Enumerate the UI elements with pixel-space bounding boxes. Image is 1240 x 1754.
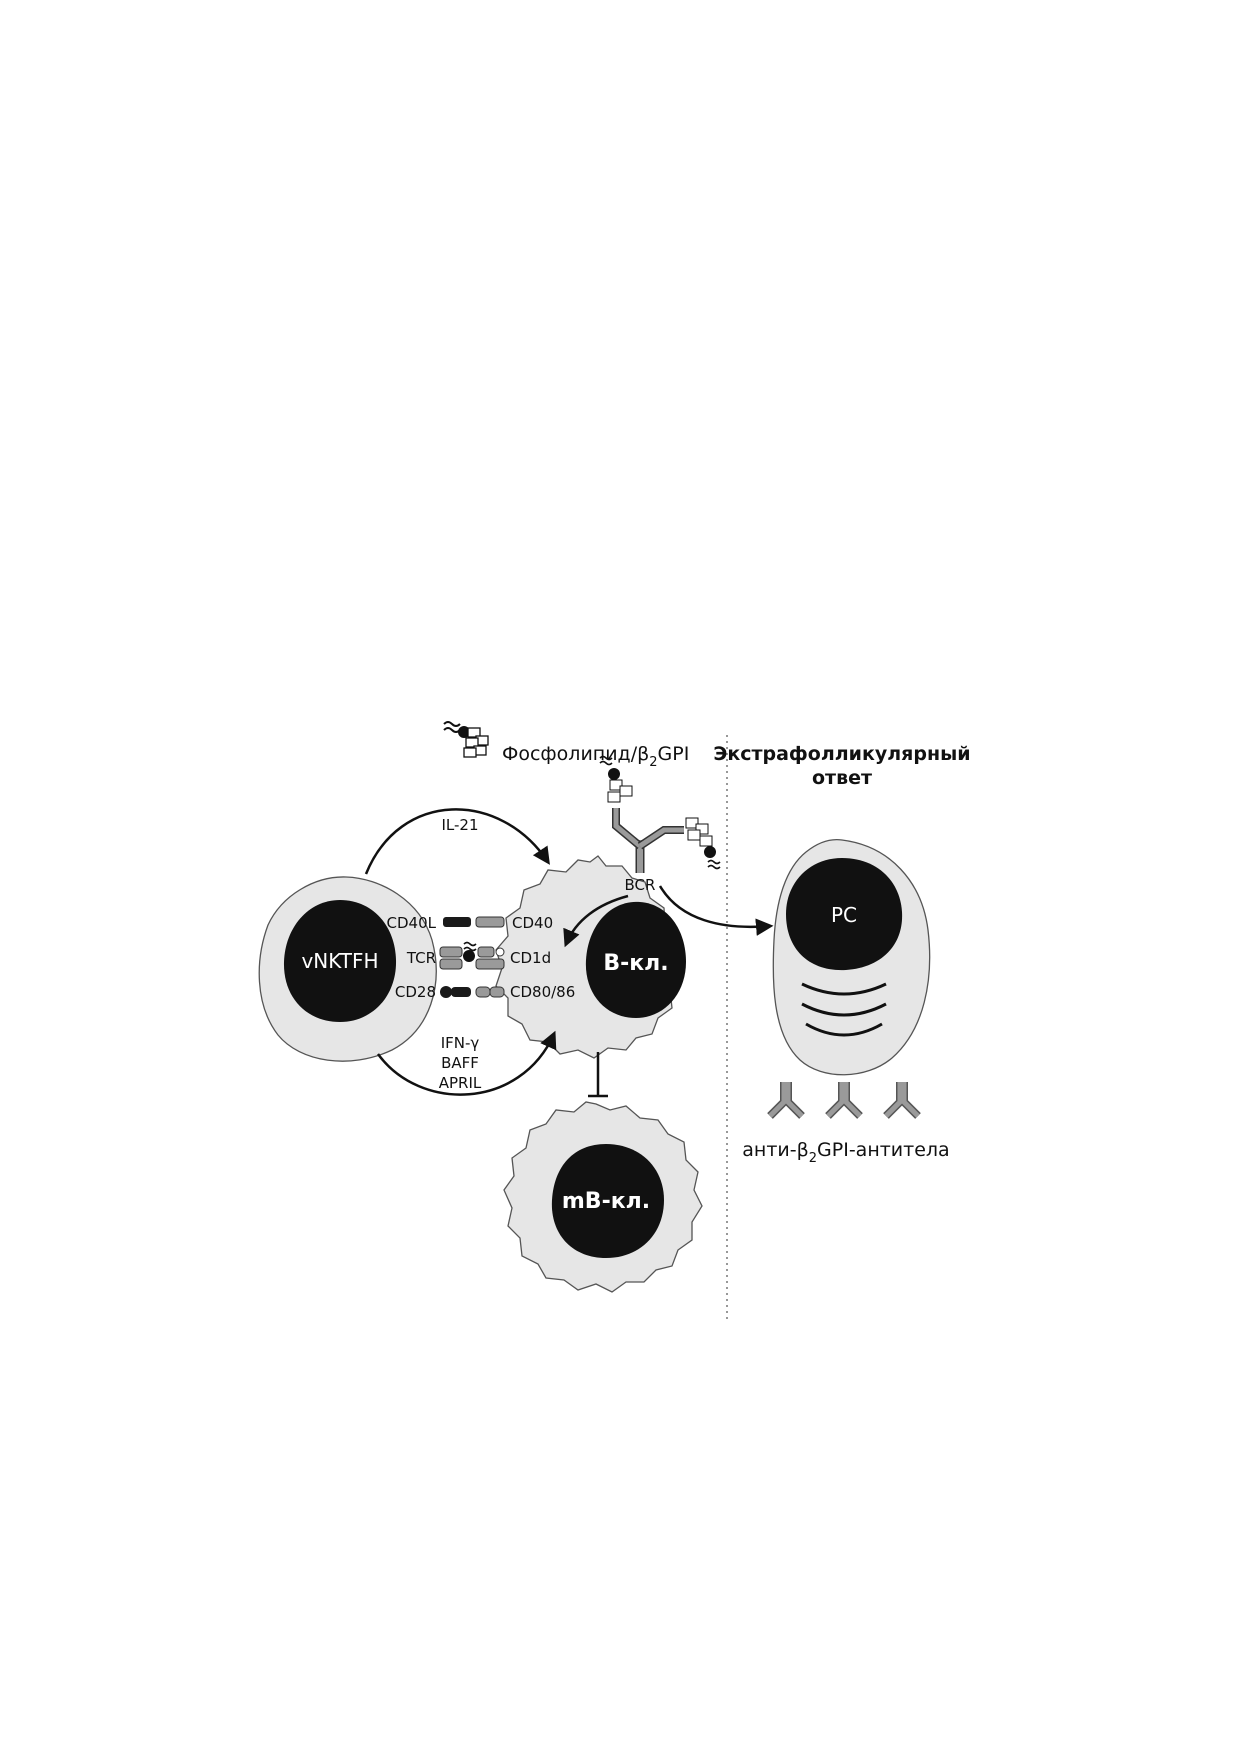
nkt-cell-label: vNKTFH xyxy=(301,949,378,973)
cytokine-label-april: APRIL xyxy=(439,1074,482,1092)
section-title-line1: Экстрафолликулярный xyxy=(713,743,970,765)
tcr-receptor-top xyxy=(439,946,463,958)
cd1d-receptor-top xyxy=(477,946,495,958)
nkt-nucleus xyxy=(283,900,397,1022)
er-line-2 xyxy=(801,1002,887,1017)
tcr-receptor-bottom xyxy=(439,958,463,970)
cd80-receptor-b xyxy=(489,986,505,998)
cd28-receptor-a xyxy=(440,986,452,998)
plasma-nucleus xyxy=(786,858,903,971)
il21-label: IL-21 xyxy=(441,816,478,834)
bcr-receptor xyxy=(612,808,684,873)
phospholipid-b2gpi-icon xyxy=(443,721,489,758)
cd28-cd80-pair xyxy=(440,986,505,998)
nkt-cell: vNKTFH xyxy=(258,876,437,1062)
memory-inhibition-arrow xyxy=(588,1052,608,1098)
antibody-label: анти-β2GPI-антитела xyxy=(742,1139,949,1166)
plasma-cell: PC xyxy=(772,838,931,1076)
b-cell-label: B-кл. xyxy=(603,951,668,976)
receptor-label-cd80-86: CD80/86 xyxy=(510,983,575,1001)
plasma-differentiation-arrow xyxy=(658,885,774,936)
il21-arrow xyxy=(364,808,550,875)
antigen-legend-label: Фосфолипид/β2GPI xyxy=(502,743,689,770)
cd40-receptor xyxy=(475,916,505,928)
cd40l-cd40-pair xyxy=(443,916,505,928)
bcr-internalization-arrow xyxy=(563,894,629,948)
antibody-icon xyxy=(883,1082,921,1119)
er-line-1 xyxy=(801,982,887,996)
memory-b-cell: mB-кл. xyxy=(503,1101,703,1293)
b-cell: B-кл. xyxy=(495,855,686,1059)
plasma-cell-label: PC xyxy=(831,903,857,927)
antibody-icon xyxy=(825,1082,863,1119)
antibody-icon xyxy=(767,1082,805,1119)
receptor-label-tcr: TCR xyxy=(406,949,436,967)
bound-antigen-top-icon xyxy=(599,755,633,803)
tcr-cd1d-pair xyxy=(439,941,505,970)
cytokine-label-ifn: IFN-γ xyxy=(441,1034,480,1052)
er-line-3 xyxy=(805,1022,883,1037)
receptor-label-cd28: CD28 xyxy=(395,983,436,1001)
cd40l-receptor xyxy=(443,917,471,927)
memory-b-nucleus xyxy=(551,1144,664,1258)
cd28-receptor-b xyxy=(451,987,471,997)
cytokine-label-baff: BAFF xyxy=(441,1054,479,1072)
receptor-label-cd40: CD40 xyxy=(512,914,553,932)
bcr-label: BCR xyxy=(625,876,656,894)
bound-antigen-right-icon xyxy=(685,817,721,870)
cytokine-arrow xyxy=(376,1030,557,1096)
b-cell-nucleus xyxy=(585,901,686,1018)
cd80-receptor-a xyxy=(475,986,491,998)
lipid-antigen-icon xyxy=(463,950,475,962)
section-title-line2: ответ xyxy=(812,767,872,789)
receptor-label-cd40l: CD40L xyxy=(387,914,437,932)
cd1d-receptor-bottom xyxy=(475,958,505,970)
receptor-label-cd1d: CD1d xyxy=(510,949,551,967)
memory-b-label: mB-кл. xyxy=(562,1189,650,1214)
